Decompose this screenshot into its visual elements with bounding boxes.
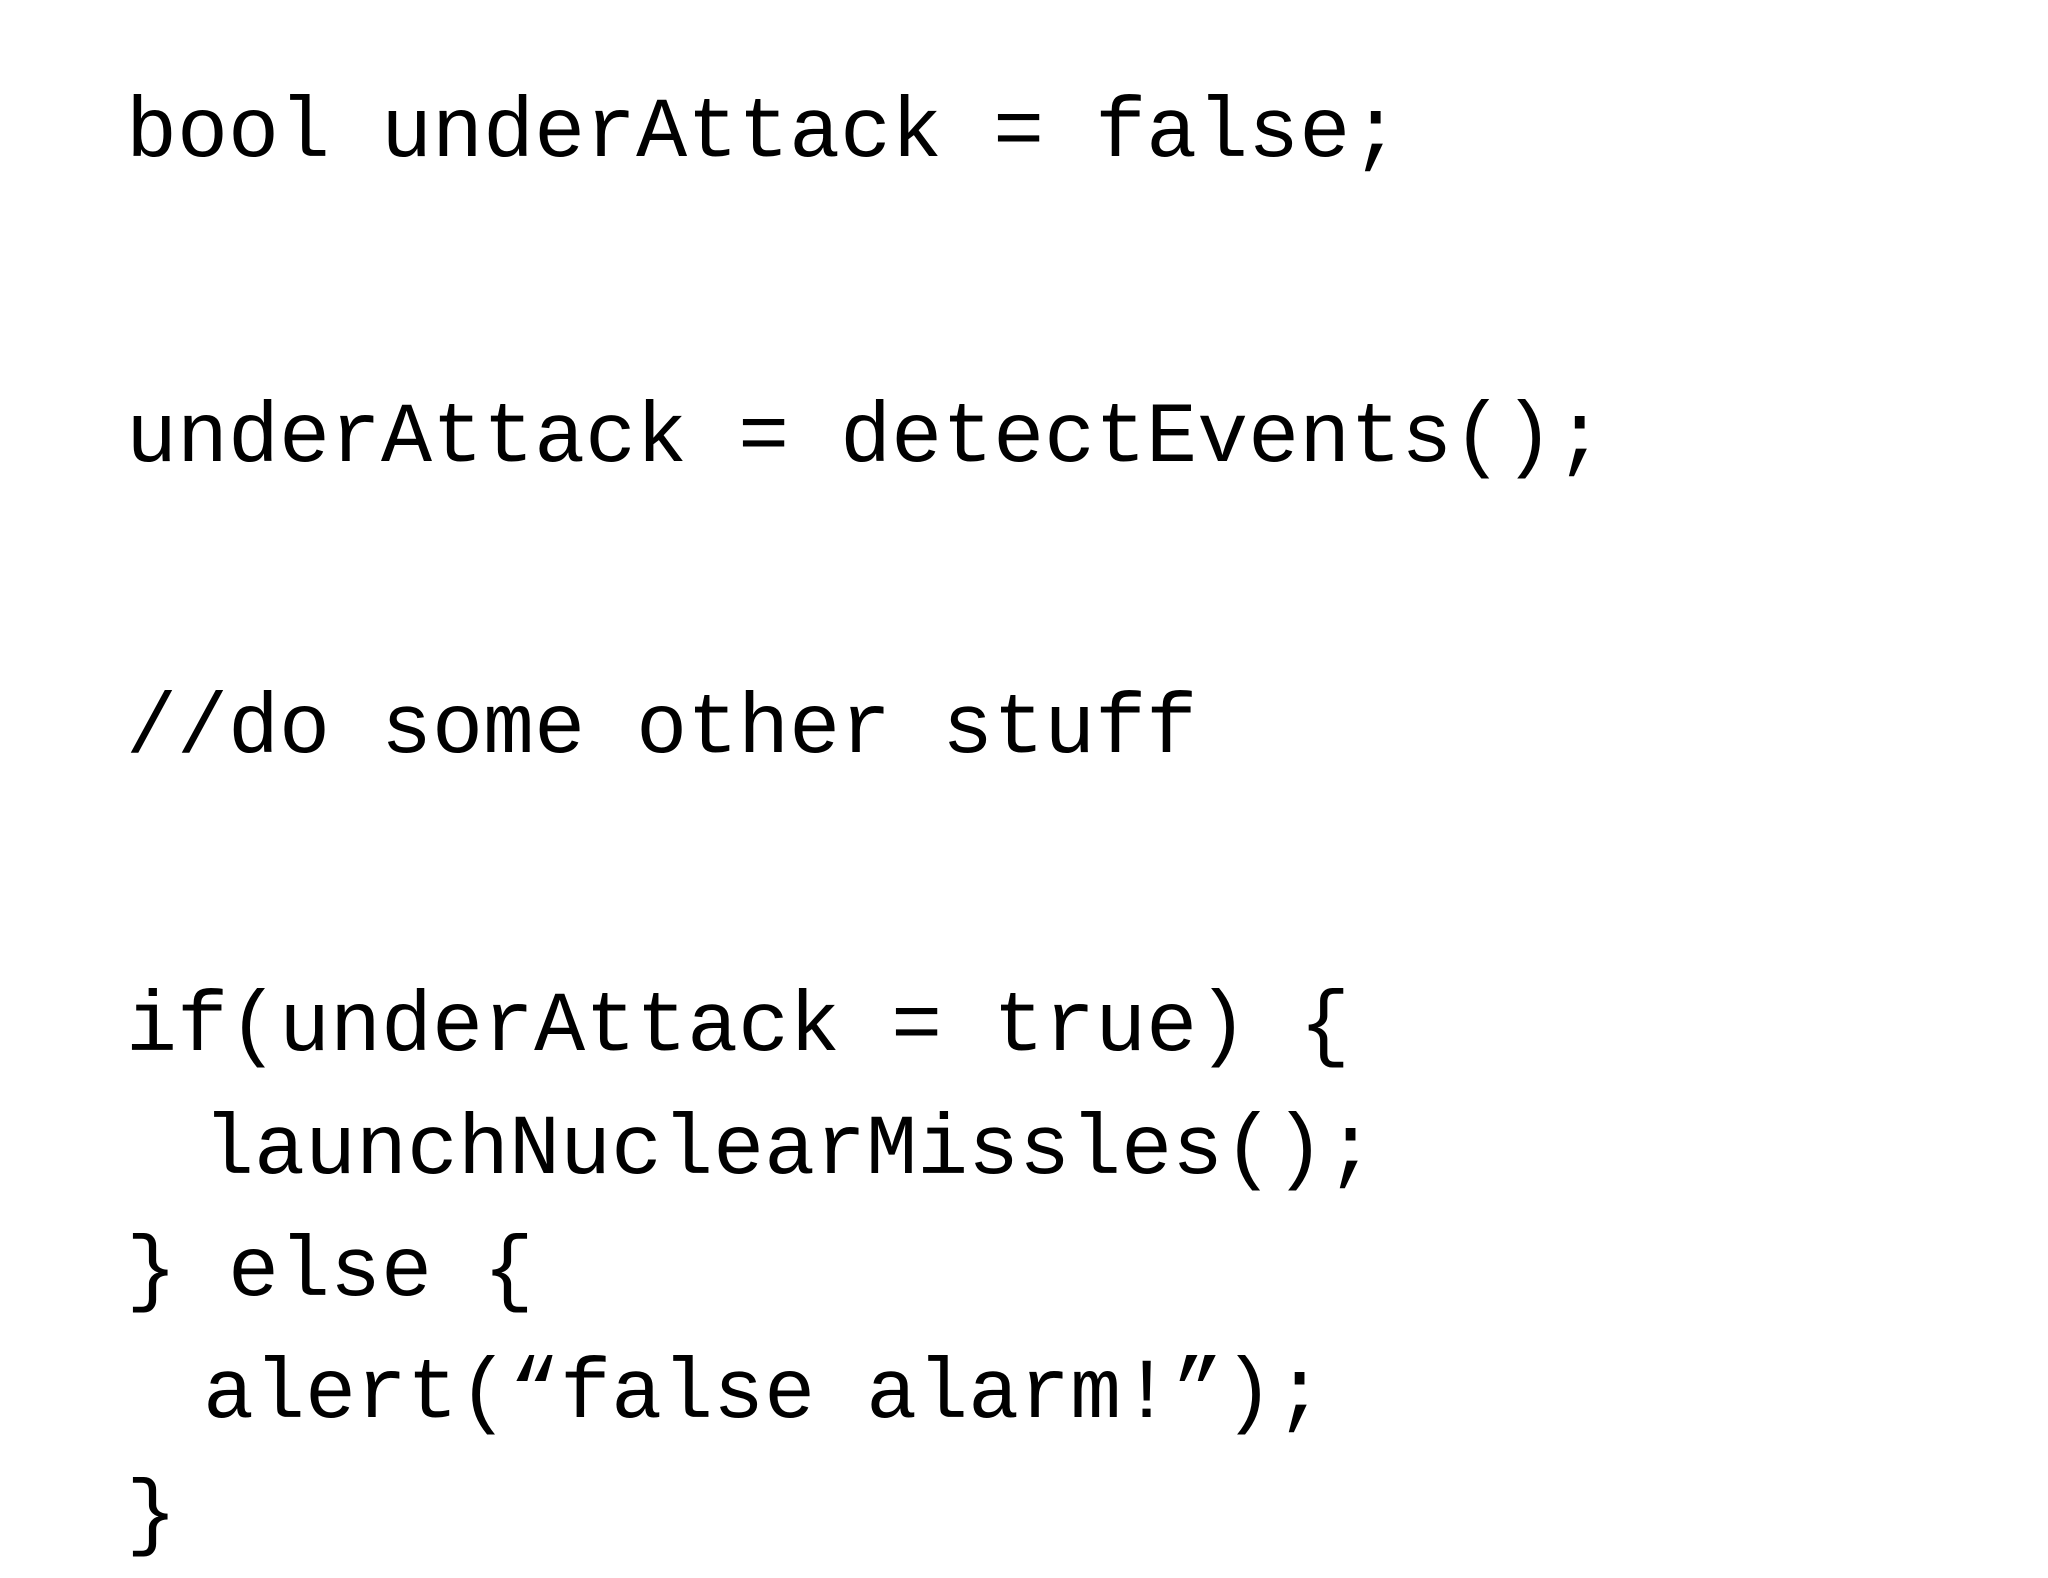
code-line: } — [126, 1468, 178, 1565]
code-line: underAttack = detectEvents(); — [126, 390, 1606, 487]
code-line: } else { — [126, 1224, 535, 1321]
code-line: //do some other stuff — [126, 681, 1198, 778]
code-line: alert(“false alarm!”); — [203, 1346, 1326, 1443]
code-slide: bool underAttack = false; underAttack = d… — [126, 85, 1606, 1565]
code-line: if(underAttack = true) { — [126, 979, 1351, 1076]
code-line: launchNuclearMissles(); — [203, 1102, 1377, 1199]
code-line: bool underAttack = false; — [126, 85, 1402, 182]
